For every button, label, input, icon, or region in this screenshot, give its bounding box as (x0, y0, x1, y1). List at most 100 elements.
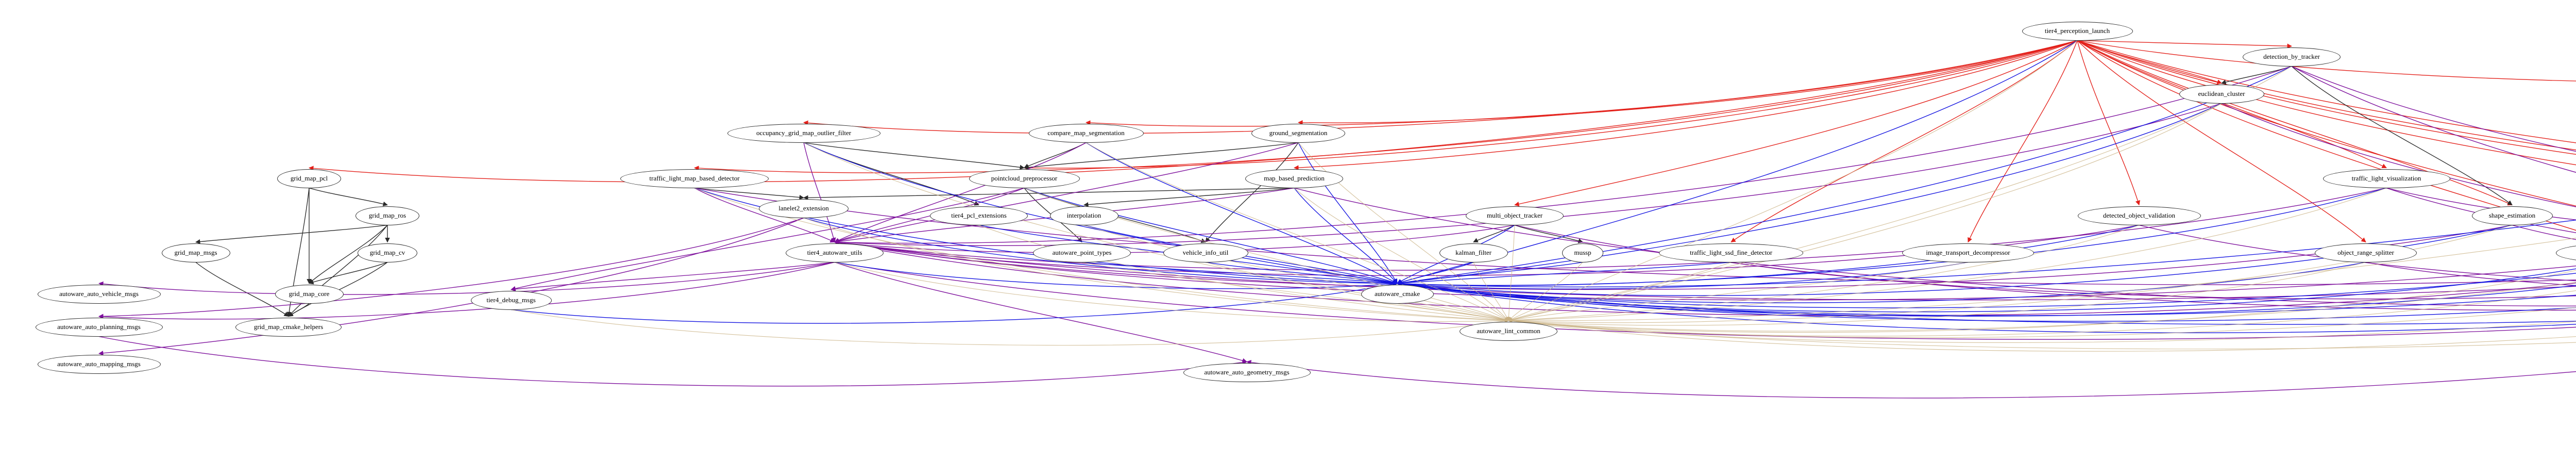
graph-edge-image_projection_based_fusion-to-tier4_autoware_utils (834, 240, 2576, 301)
graph-edge-euclidean_cluster-to-autoware_cmake (1397, 103, 2222, 286)
graph-edge-lanelet2_extension-to-autoware_auto_planning_msgs (98, 217, 804, 319)
graph-edge-compare_map_segmentation-to-tier4_autoware_utils (834, 142, 1087, 243)
graph-edge-grid_map_ros-to-grid_map_core (309, 225, 388, 284)
graph-edge-tier4_perception_launch-to-multi_object_tracker (1514, 40, 2078, 207)
graph-edge-object_range_splitter-to-autoware_auto_perception_msgs (2365, 261, 2576, 286)
graph-edge-euclidean_cluster-to-autoware_auto_perception_msgs (2221, 103, 2576, 207)
graph-edge-tier4_pcl_extensions-to-autoware_cmake (978, 224, 1398, 285)
graph-edge-pointcloud_preprocessor-to-tier4_debug_msgs (511, 187, 1025, 291)
graph-edge-occupancy_grid_map_outlier_filter-to-tier4_autoware_utils (803, 142, 836, 243)
graph-edge-multi_object_tracker-to-autoware_lint_common (1506, 225, 1515, 321)
graph-edge-tier4_perception_launch-to-compare_map_segmentation (1086, 40, 2078, 127)
graph-edge-autoware_point_types-to-autoware_cmake (1081, 261, 1398, 286)
graph-edge-traffic_light_map_based_detector-to-tier4_perception_msgs (694, 187, 2576, 285)
graph-edge-detected_object_validation-to-autoware_cmake (1397, 224, 2140, 286)
graph-edge-autoware_cmake-to-autoware_lint_common (1397, 303, 1509, 322)
graph-edge-lanelet2_extension-to-autoware_cmake (803, 217, 1398, 286)
graph-edge-tier4_autoware_utils-to-autoware_auto_geometry_msgs (834, 261, 1247, 363)
graph-edge-image_transport_decompressor-to-autoware_cmake (1397, 261, 1969, 289)
graph-edge-pointcloud_to_laserscan-to-autoware_lint_common (1508, 238, 2576, 323)
graph-edge-ground_segmentation-to-vehicle_info_util (1205, 142, 1299, 243)
graph-edge-tier4_perception_launch-to-autoware_lint_common (1508, 40, 2078, 321)
graph-edge-multi_object_tracker-to-mussp (1514, 224, 1583, 243)
graph-edge-detection_by_tracker-to-autoware_lint_common (1508, 66, 2292, 322)
graph-edge-grid_map_msgs-to-grid_map_cmake_helpers (195, 261, 289, 317)
graph-edge-euclidean_cluster-to-autoware_lint_common (1508, 103, 2222, 322)
graph-edge-ground_segmentation-to-pointcloud_preprocessor (1024, 142, 1299, 170)
graph-edge-tier4_perception_launch-to-detected_object_validation (2077, 40, 2140, 206)
graph-edge-detected_object_validation-to-tier4_autoware_utils (834, 224, 2140, 276)
graph-edge-tier4_debug_msgs-to-autoware_cmake (511, 282, 1398, 324)
graph-edge-tier4_perception_launch-to-autoware_cmake (1397, 40, 2078, 285)
graph-edge-tier4_perception_launch-to-traffic_light_classifier (2077, 40, 2576, 231)
graph-edge-traffic_light_map_based_detector-to-autoware_lint_common (694, 187, 1509, 323)
graph-edge-interpolation-to-autoware_lint_common (1083, 224, 1509, 322)
graph-edge-tier4_autoware_utils-to-autoware_auto_perception_msgs (834, 261, 2576, 340)
graph-edge-tier4_perception_launch-to-shape_estimation (2077, 40, 2513, 206)
graph-edge-traffic_light_ssd_fine_detector-to-tier4_perception_msgs (1731, 261, 2576, 300)
graph-edge-traffic_light_visualization-to-autoware_lint_common (1508, 187, 2387, 323)
graph-edge-tier4_perception_launch-to-tensorrt_yolo (2077, 40, 2576, 143)
graph-edge-tier4_perception_launch-to-occupancy_grid_map_outlier_filter (803, 40, 2078, 134)
graph-edge-vehicle_info_util-to-autoware_lint_common (1205, 261, 1509, 322)
graph-edge-object_range_splitter-to-autoware_cmake (1397, 261, 2366, 303)
graph-edge-tier4_autoware_utils-to-autoware_lint_common (834, 261, 1509, 323)
graph-edge-mussp-to-autoware_lint_common (1508, 262, 1583, 321)
graph-edge-compare_map_segmentation-to-autoware_cmake (1086, 142, 1398, 284)
graph-edge-detection_by_tracker-to-tier4_autoware_utils (834, 65, 2292, 245)
graph-edge-grid_map_ros-to-grid_map_msgs (195, 224, 388, 244)
graph-edge-detection_by_tracker-to-tier4_perception_msgs (2291, 65, 2576, 152)
graph-edge-ground_segmentation-to-tier4_autoware_utils (834, 142, 1299, 243)
graph-edge-lanelet2_extension-to-autoware_auto_mapping_msgs (98, 217, 804, 356)
graph-edge-traffic_light_visualization-to-tier4_autoware_utils (834, 187, 2387, 271)
graph-edge-tier4_perception_launch-to-object_range_splitter (2077, 40, 2366, 243)
graph-edge-autoware_auto_perception_msgs-to-autoware_auto_geometry_msgs (1246, 359, 2576, 399)
graph-edge-tier4_perception_launch-to-pointcloud_to_laserscan (2077, 40, 2576, 81)
graph-edge-image_projection_based_fusion-to-autoware_lint_common (1508, 319, 2576, 343)
graph-edge-tier4_debug_msgs-to-autoware_lint_common (511, 309, 1509, 346)
graph-edge-map_based_prediction-to-autoware_lint_common (1294, 188, 1509, 321)
graph-edge-map_based_prediction-to-interpolation (1083, 187, 1295, 207)
graph-edge-shape_estimation-to-tier4_autoware_utils (834, 224, 2513, 290)
graph-edge-vehicle_info_util-to-autoware_cmake (1205, 261, 1398, 286)
graph-edge-kalman_filter-to-autoware_cmake (1397, 261, 1474, 285)
graph-edge-traffic_light_ssd_fine_detector-to-autoware_lint_common (1508, 261, 1732, 322)
graph-edge-tensorrt_yolo-to-autoware_lint_common (1508, 319, 2576, 350)
graph-edge-image_projection_based_fusion-to-autoware_cmake (1397, 282, 2576, 322)
graph-edge-grid_map_core-to-grid_map_cmake_helpers (288, 303, 310, 317)
graph-edge-object_merger-to-autoware_cmake (1397, 282, 2576, 317)
graph-edge-grid_map_cv-to-grid_map_core (309, 261, 388, 285)
graph-edge-ground_segmentation-to-autoware_cmake (1298, 142, 1398, 284)
graph-edge-map_based_prediction-to-lanelet2_extension (803, 187, 1295, 201)
graph-edge-tier4_perception_launch-to-traffic_light_map_based_detector (694, 40, 2078, 173)
graph-edge-autoware_auto_planning_msgs-to-autoware_auto_geometry_msgs (98, 336, 1247, 387)
graph-edge-object_range_splitter-to-autoware_lint_common (1508, 261, 2366, 326)
graph-edge-pointcloud_preprocessor-to-tier4_autoware_utils (834, 187, 1025, 243)
graph-edge-multi_object_tracker-to-kalman_filter (1473, 224, 1515, 243)
graph-edge-tier4_perception_launch-to-pointcloud_preprocessor (1024, 40, 2078, 171)
graph-edge-traffic_light_map_based_detector-to-tier4_autoware_utils (694, 187, 835, 243)
graph-edge-kalman_filter-to-autoware_lint_common (1473, 262, 1509, 321)
graph-edge-detection_by_tracker-to-autoware_cmake (1397, 65, 2292, 286)
graph-edge-grid_map_cv-to-grid_map_cmake_helpers (288, 261, 388, 317)
graph-edge-detection_by_tracker-to-shape_estimation (2291, 65, 2513, 206)
graph-edge-tier4_perception_launch-to-object_merger (2077, 40, 2576, 207)
graph-edge-traffic_light_map_based_detector-to-lanelet2_extension (694, 187, 804, 200)
graph-edge-tier4_perception_launch-to-grid_map_pcl (309, 40, 2078, 183)
graph-edge-pointcloud_to_laserscan-to-autoware_cmake (1397, 219, 2576, 288)
graph-edge-pointcloud_preprocessor-to-autoware_cmake (1024, 187, 1398, 285)
graph-edge-detection_by_tracker-to-autoware_auto_perception_msgs (2291, 65, 2576, 173)
graph-edge-lanelet2_extension-to-autoware_lint_common (803, 217, 1509, 323)
graph-edge-tier4_perception_launch-to-traffic_light_ssd_fine_detector (1731, 40, 2078, 243)
graph-edge-compare_map_segmentation-to-pointcloud_preprocessor (1024, 142, 1087, 169)
graph-edge-lidar_apollo_instance_segmentation-to-autoware_lint_common (1508, 282, 2576, 332)
graph-edge-ground_segmentation-to-autoware_lint_common (1298, 142, 1509, 321)
graph-edge-tier4_autoware_utils-to-autoware_auto_planning_msgs (98, 261, 835, 320)
graph-edge-occupancy_grid_map_outlier_filter-to-autoware_lint_common (803, 142, 1509, 322)
graph-edge-tier4_autoware_utils-to-autoware_auto_vehicle_msgs (98, 261, 835, 295)
graph-edge-euclidean_cluster-to-tier4_autoware_utils (834, 103, 2222, 246)
graph-edge-tier4_perception_msgs-to-autoware_cmake (1397, 282, 2576, 333)
graph-edge-object_merger-to-autoware_lint_common (1508, 290, 2576, 337)
graph-edge-detected_object_validation-to-autoware_auto_perception_msgs (2139, 224, 2576, 282)
